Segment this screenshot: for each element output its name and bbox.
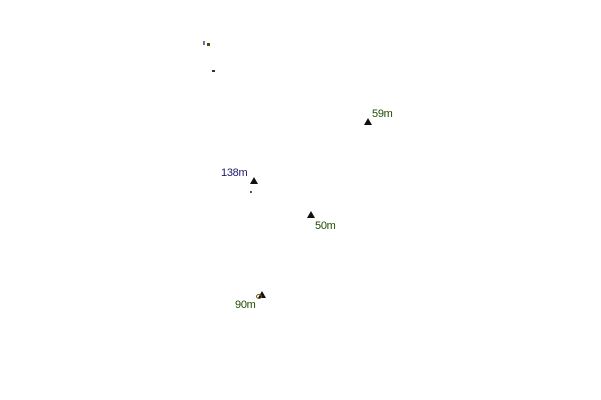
peak-triangle-icon[interactable]	[250, 177, 258, 184]
peak-label: 90m	[235, 299, 256, 311]
peak-label: 50m	[315, 220, 336, 232]
peak-triangle-icon[interactable]	[258, 291, 266, 298]
peak-triangle-icon[interactable]	[307, 211, 315, 218]
map-feature-dot	[256, 294, 262, 299]
map-feature-dot	[212, 70, 215, 72]
peak-label: 138m	[221, 167, 248, 179]
peak-label: 59m	[372, 108, 393, 120]
map-feature-dot	[250, 191, 252, 193]
map-feature-dot	[207, 43, 210, 46]
map-feature-dot	[203, 41, 205, 45]
peak-triangle-icon[interactable]	[364, 118, 372, 125]
